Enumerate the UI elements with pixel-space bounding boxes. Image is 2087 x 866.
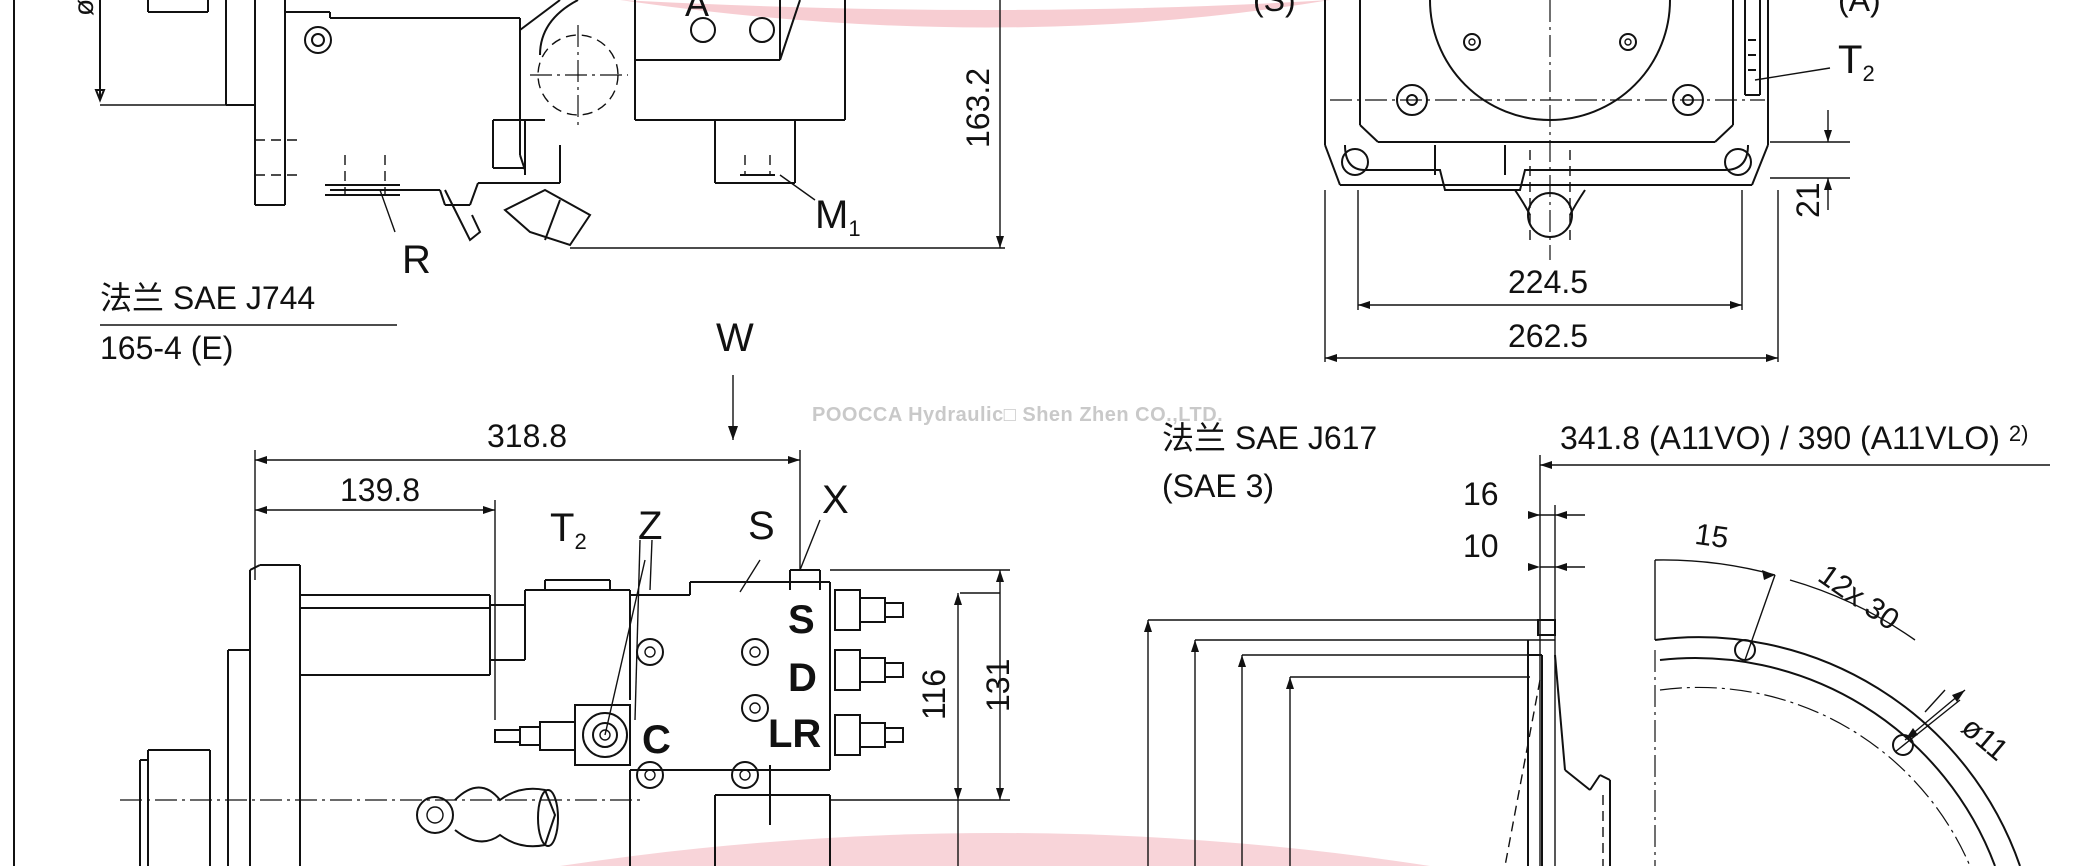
- port-label-t2-top: T2: [1838, 38, 1875, 86]
- dimension-341-8: 341.8 (A11VO) / 390 (A11VLO) 2): [1560, 420, 2029, 456]
- dimension-21: 21: [1790, 182, 1826, 218]
- flange-j617-label-line2: (SAE 3): [1162, 468, 1275, 504]
- dimension-16: 16: [1463, 476, 1499, 512]
- port-label-a: A: [685, 0, 710, 24]
- top-left-side-view: [94, 0, 1005, 326]
- dimension-262-5: 262.5: [1508, 318, 1589, 354]
- watermark-arc-bottom: [560, 833, 1430, 866]
- port-label-m1: M1: [815, 193, 861, 241]
- bottom-right-view: [1144, 455, 2050, 866]
- port-label-x: X: [822, 478, 849, 522]
- port-label-r: R: [402, 238, 431, 282]
- dimension-116: 116: [916, 668, 952, 720]
- port-label-d-bold: D: [788, 656, 817, 700]
- dimension-224-5: 224.5: [1508, 264, 1589, 300]
- port-fittings-right: [834, 589, 904, 756]
- paren-a-label: (A): [1838, 0, 1881, 18]
- port-label-s-small: S: [748, 504, 775, 548]
- flange-j617-label-line1: 法兰 SAE J617: [1162, 420, 1378, 456]
- paren-s-label: (S): [1253, 0, 1296, 18]
- dimension-15: 15: [1692, 517, 1731, 556]
- diameter-symbol: ø: [68, 0, 99, 16]
- port-label-z: Z: [638, 504, 663, 548]
- dimension-139-8: 139.8: [340, 472, 421, 508]
- dimension-318-8: 318.8: [487, 418, 568, 454]
- view-label-w: W: [716, 316, 754, 360]
- port-label-s-bold: S: [788, 598, 815, 642]
- watermark-arc-top: [620, 0, 1330, 28]
- dimension-163-2: 163.2: [960, 67, 996, 148]
- port-label-c-bold: C: [642, 718, 671, 762]
- top-right-front-view: [1324, 0, 1850, 362]
- port-label-t2-left: T2: [550, 506, 587, 554]
- dimension-131: 131: [980, 658, 1016, 712]
- watermark-text: POOCCA Hydraulic□ Shen Zhen CO.,LTD.: [812, 404, 1224, 426]
- flange-e-label-line1: 法兰 SAE J744: [100, 280, 316, 316]
- flange-e-label-line2: 165-4 (E): [100, 330, 234, 366]
- port-label-lr-bold: LR: [768, 712, 822, 756]
- dimension-10: 10: [1463, 528, 1499, 564]
- bottom-left-view: [120, 375, 1010, 866]
